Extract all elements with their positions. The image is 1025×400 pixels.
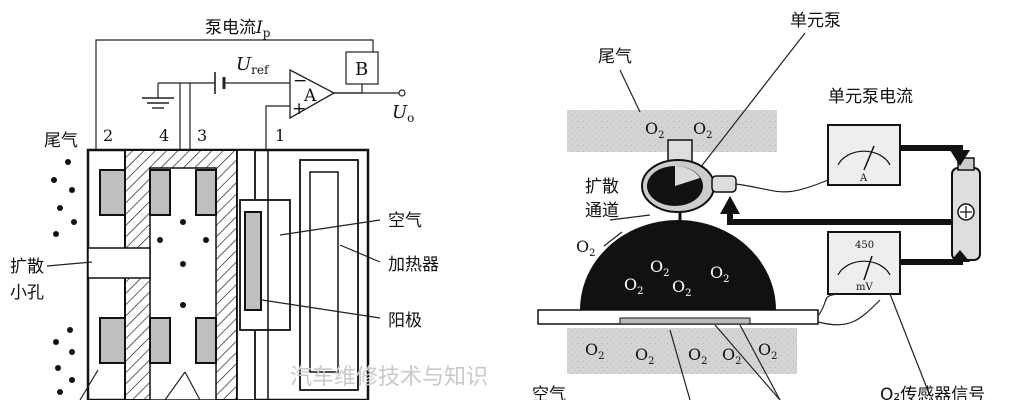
sensor-signal-label: O₂传感器信号: [880, 385, 985, 400]
sensor-dome: [580, 220, 776, 310]
exhaust-pointer-right: [619, 69, 641, 113]
air-pointer-right-3: [739, 324, 781, 400]
pump-highlight: [675, 166, 700, 186]
ammeter: [827, 124, 901, 186]
bottom-pointer-2: [164, 371, 186, 400]
block-b-label: B: [355, 59, 368, 80]
bottom-pointer-3: [184, 371, 201, 400]
unit-pump-label: 单元泵: [790, 11, 841, 31]
voltmeter-value: 450: [855, 240, 874, 251]
pump-current-wire: [95, 39, 374, 150]
plate-wire-2: [817, 299, 881, 326]
pump-current-label: 泵电流Ip: [205, 18, 271, 40]
chamber-dot-5: [203, 237, 209, 243]
channel-o2: O2: [576, 237, 596, 259]
b-to-amp-wire: [334, 84, 363, 94]
air-o2-2: O2: [635, 345, 655, 367]
dome-o2-4: O2: [672, 277, 692, 299]
unit-pump-pointer: [699, 32, 806, 169]
electrode-2-label: 2: [103, 126, 113, 145]
air-o2-4: O2: [722, 345, 742, 367]
pump-wire: [735, 179, 829, 193]
uo-label: Uo: [392, 102, 414, 125]
ammeter-scale: [837, 150, 891, 166]
diffusion-hole: [87, 247, 151, 279]
exhaust-label-left: 尾气: [44, 131, 78, 151]
signal-arrowhead: [950, 250, 970, 262]
pump-connector: [711, 175, 737, 193]
dome-o2-3: O2: [624, 275, 644, 297]
dome-o2-2: O2: [710, 263, 730, 285]
voltmeter: [827, 231, 901, 295]
exhaust-particles: [51, 159, 77, 395]
diffusion-channel-label-2: 通道: [585, 201, 619, 221]
heater-pointer: [339, 244, 381, 263]
exhaust-label-right: 尾气: [598, 47, 632, 67]
sensor-electrode: [619, 317, 751, 325]
bottom-pointer-1: [79, 369, 99, 400]
electrode-2-bottom: [99, 317, 129, 364]
electrode-3-label: 3: [197, 126, 207, 145]
exhaust-o2-2: O2: [693, 119, 713, 141]
chamber-dot-2: [180, 261, 186, 267]
electrode-3-bottom: [195, 317, 217, 364]
diffusion-hole-pointer: [46, 261, 93, 267]
exhaust-o2-1: O2: [645, 119, 665, 141]
op-amp: [289, 68, 336, 120]
chamber-dot-4: [157, 237, 163, 243]
air-pointer: [279, 219, 381, 236]
amp-label: A: [303, 86, 317, 106]
ammeter-needle: [863, 145, 875, 171]
sensor-signal-pointer: [889, 293, 931, 397]
diffusion-channel-pointer: [609, 214, 651, 221]
feedback-arrowhead-top: [950, 150, 970, 166]
heater-element: [309, 171, 339, 373]
electrode-4-top: [149, 169, 171, 216]
voltmeter-unit: mV: [856, 282, 873, 293]
heater-label: 加热器: [388, 255, 439, 275]
amp-minus: −: [293, 71, 307, 91]
air-o2-3: O2: [688, 345, 708, 367]
uref-label: Uref: [236, 54, 270, 77]
chamber-dot-1: [180, 219, 186, 225]
air-o2-5: O2: [758, 340, 778, 362]
air-pointer-right-2: [714, 324, 781, 400]
air-label-right: 空气: [532, 385, 566, 400]
amp-plus: +: [292, 99, 306, 119]
diffusion-hole-label-1: 扩散: [10, 257, 44, 277]
chamber-dot-3: [180, 302, 186, 308]
anode-label: 阳极: [388, 311, 422, 331]
voltmeter-scale: [837, 260, 891, 276]
air-label-left: 空气: [388, 211, 422, 231]
reference-electrode: [244, 211, 262, 311]
channel-o2-pointer: [603, 231, 623, 247]
air-o2-1: O2: [585, 340, 605, 362]
dome-o2-1: O2: [650, 257, 670, 279]
electrode-2-top: [99, 169, 129, 216]
electrode-4-bottom: [149, 317, 171, 364]
diffusion-channel-label-1: 扩散: [585, 177, 619, 197]
electrode-1-label: 1: [275, 126, 285, 145]
output-terminal: [398, 89, 406, 97]
air-band: [567, 328, 797, 374]
left-sensor-schematic: B A − + Uref 泵电流Ip Uo 2 4 3 1: [10, 18, 439, 400]
right-sensor-illustration: 尾气 O2 O2 单元泵 扩散 通道 O2 O2 O2 O2 O2 O2 O2 …: [532, 11, 985, 400]
ammeter-unit: A: [859, 173, 868, 184]
voltmeter-needle: [863, 255, 873, 281]
unit-pump-current-label: 单元泵电流: [828, 87, 913, 107]
diffusion-hole-label-2: 小孔: [10, 283, 44, 303]
feedback-arrow-left: [727, 210, 952, 225]
plate-wire: [817, 293, 841, 317]
anode-pointer: [261, 299, 381, 319]
electrode-3-top: [195, 169, 217, 216]
air-pointer-right-1: [669, 329, 691, 400]
watermark: 汽车维修技术与知识: [290, 365, 488, 390]
feedback-arrowhead-left: [720, 196, 740, 214]
electrode-4-label: 4: [159, 126, 169, 145]
